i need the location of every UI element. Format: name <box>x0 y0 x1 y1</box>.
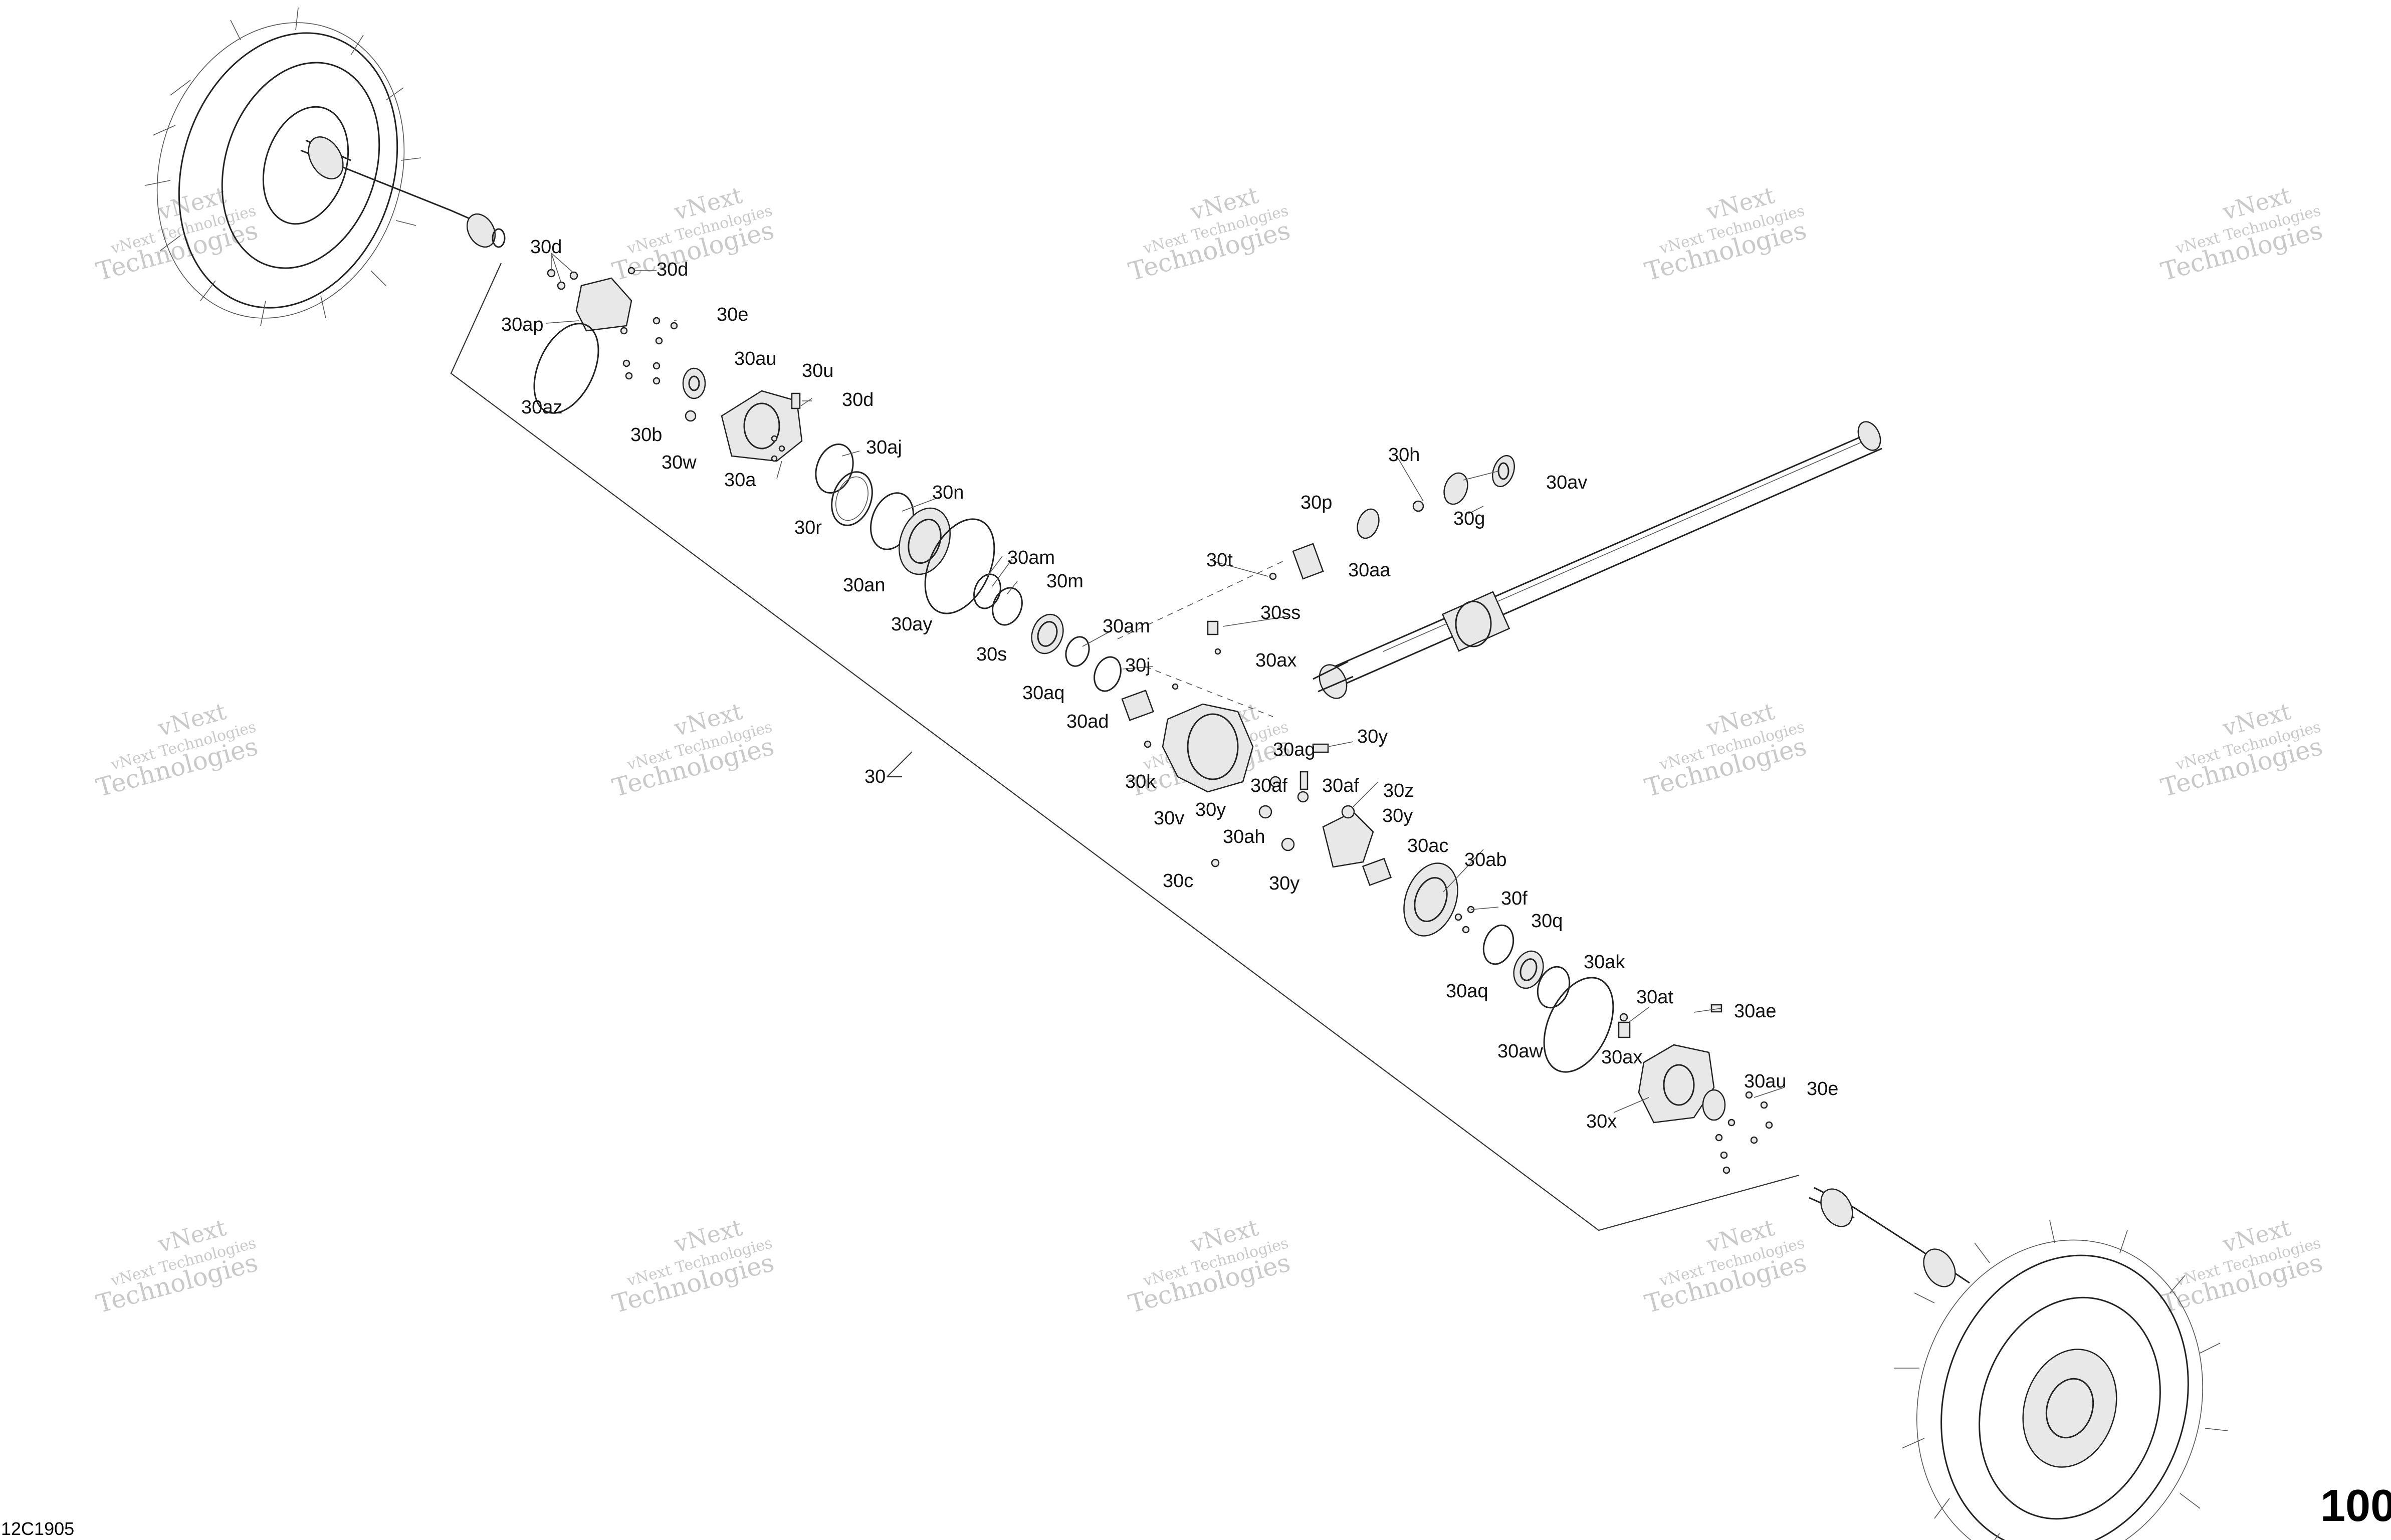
callout-labels: 30 30d 30d 30d 30e 30e 30ap 30az 30au 30… <box>501 237 1838 1132</box>
callout-30e-b: 30e <box>1807 1078 1838 1099</box>
callout-30f: 30f <box>1501 888 1528 909</box>
callout-30m: 30m <box>1046 571 1083 592</box>
dashed-guides <box>1117 561 1283 717</box>
callout-30u: 30u <box>802 360 833 381</box>
page-number: 100 <box>2320 1481 2391 1531</box>
callout-30z: 30z <box>1383 780 1414 801</box>
callout-30y-c: 30y <box>1382 805 1413 826</box>
callout-30y-d: 30y <box>1269 873 1299 894</box>
callout-30k: 30k <box>1125 771 1156 792</box>
left-wheel-tire <box>145 7 421 326</box>
callout-30au-a: 30au <box>734 348 777 369</box>
callout-30: 30 <box>864 766 886 787</box>
callout-30d-c: 30d <box>842 389 874 410</box>
assembly-bracket <box>450 263 1800 1231</box>
callout-30af-b: 30af <box>1322 775 1359 796</box>
callout-30aj: 30aj <box>866 437 902 458</box>
callout-30ss: 30ss <box>1260 602 1300 623</box>
callout-30am-b: 30am <box>1103 616 1150 637</box>
callout-30aa: 30aa <box>1348 560 1391 581</box>
left-drive-axle <box>300 136 506 248</box>
right-wheel-tire <box>1894 1220 2228 1540</box>
callout-30g: 30g <box>1453 508 1485 529</box>
leader-lines <box>546 253 1785 1113</box>
callout-30r: 30r <box>794 517 822 538</box>
callout-30q: 30q <box>1531 911 1563 932</box>
callout-30ah: 30ah <box>1223 826 1265 847</box>
callout-30d-b: 30d <box>657 259 688 280</box>
callout-30aw: 30aw <box>1497 1041 1543 1062</box>
callout-30aq-a: 30aq <box>1022 683 1065 704</box>
callout-30a: 30a <box>724 470 756 491</box>
callout-30j: 30j <box>1125 655 1151 676</box>
callout-30af-a: 30af <box>1250 775 1287 796</box>
callout-30ad: 30ad <box>1066 711 1109 732</box>
right-drive-axle <box>1809 1187 1970 1287</box>
callout-30c: 30c <box>1163 870 1193 892</box>
callout-30ap: 30ap <box>501 314 544 335</box>
callout-30ae: 30ae <box>1734 1001 1777 1022</box>
callout-30t: 30t <box>1206 550 1233 571</box>
callout-30ax-a: 30ax <box>1255 650 1296 671</box>
callout-30p: 30p <box>1300 492 1332 513</box>
callout-30ac: 30ac <box>1407 835 1448 856</box>
callout-30au-b: 30au <box>1744 1071 1787 1092</box>
callout-30h: 30h <box>1388 445 1420 466</box>
callout-30y-a: 30y <box>1357 726 1388 747</box>
callout-30e-a: 30e <box>717 304 748 325</box>
callout-30am-a: 30am <box>1007 547 1055 568</box>
callout-30y-b: 30y <box>1195 799 1226 820</box>
callout-30at: 30at <box>1636 987 1673 1008</box>
callout-30w: 30w <box>662 452 697 473</box>
callout-30ay: 30ay <box>891 614 932 635</box>
diagram-id: 12C1905 <box>1 1518 74 1539</box>
callout-30n: 30n <box>932 482 964 503</box>
callout-30v: 30v <box>1154 808 1184 829</box>
callout-30ak: 30ak <box>1584 952 1625 973</box>
callout-30b: 30b <box>630 424 662 446</box>
callout-30an: 30an <box>843 575 886 596</box>
callout-30x: 30x <box>1586 1111 1617 1132</box>
callout-30az: 30az <box>521 397 562 418</box>
propeller-shaft <box>1313 421 1882 699</box>
callout-30ax-b: 30ax <box>1601 1047 1642 1068</box>
callout-30d-a: 30d <box>530 237 562 258</box>
callout-30av: 30av <box>1546 472 1587 493</box>
callout-30ab: 30ab <box>1464 849 1507 870</box>
callout-30aq-b: 30aq <box>1446 981 1488 1002</box>
callout-30s: 30s <box>976 644 1007 665</box>
callout-30ag: 30ag <box>1273 739 1316 760</box>
